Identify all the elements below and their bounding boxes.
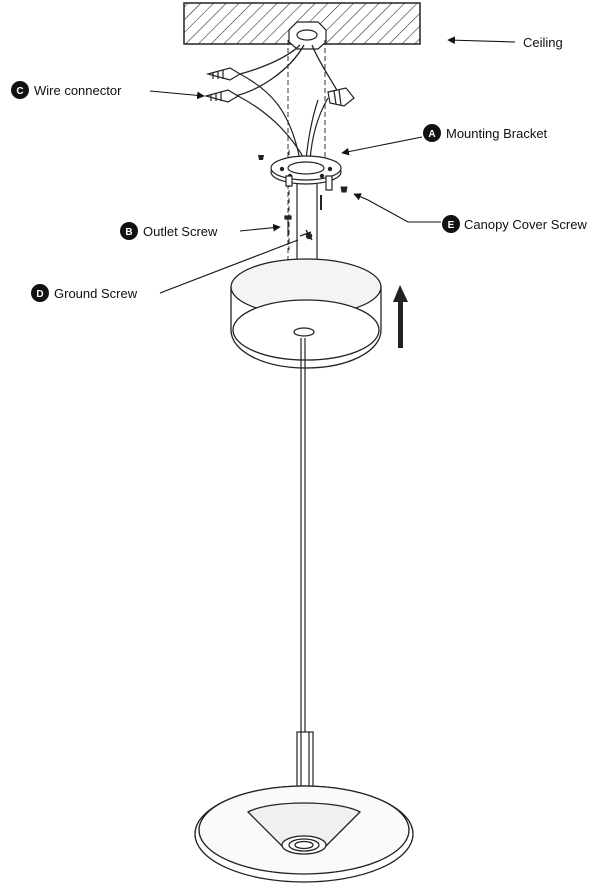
- wire-connector-label: Wire connector: [34, 83, 122, 98]
- upward-arrow: [393, 285, 408, 348]
- ceiling-label: Ceiling: [523, 35, 563, 50]
- lamp-shade: [194, 785, 414, 883]
- wire-connector-upper: [205, 67, 242, 81]
- outlet-screw-label: Outlet Screw: [143, 224, 218, 239]
- badge-b-letter: B: [125, 227, 132, 238]
- ground-screw: [299, 229, 313, 241]
- badge-b: [120, 222, 138, 240]
- badge-a-letter: A: [428, 129, 435, 140]
- badge-c-letter: C: [16, 86, 23, 97]
- lamp-socket: [296, 731, 314, 787]
- badge-e: [442, 215, 460, 233]
- mounting-bracket: [270, 155, 342, 191]
- callout-ceiling: Ceiling: [447, 35, 563, 50]
- canopy: [230, 258, 382, 369]
- badge-e-letter: E: [448, 220, 455, 231]
- mounting-bracket-label: Mounting Bracket: [446, 126, 548, 141]
- fixture-wires: [237, 73, 329, 161]
- badge-a: [423, 124, 441, 142]
- badge-d: [31, 284, 49, 302]
- badge-d-letter: D: [36, 289, 43, 300]
- ground-screw-label: Ground Screw: [54, 286, 138, 301]
- outlet-screw: [284, 215, 292, 236]
- wire-connector-lower: [203, 89, 240, 103]
- canopy-cover-screw-label: Canopy Cover Screw: [464, 217, 587, 232]
- canopy-cover-screw: [340, 186, 348, 193]
- callout-outlet-screw: B Outlet Screw: [120, 222, 281, 240]
- wire-connector-right: [327, 87, 355, 107]
- canopy-stem: [296, 184, 322, 262]
- callout-wire-connector: C Wire connector: [11, 81, 205, 100]
- suspension-cable: [300, 338, 306, 732]
- junction-box: [288, 21, 327, 50]
- callout-ground-screw: D Ground Screw: [31, 239, 299, 302]
- callout-canopy-cover-screw: E Canopy Cover Screw: [353, 193, 587, 233]
- callout-mounting-bracket: A Mounting Bracket: [341, 124, 548, 156]
- bracket-screw-left: [258, 155, 264, 160]
- badge-c: [11, 81, 29, 99]
